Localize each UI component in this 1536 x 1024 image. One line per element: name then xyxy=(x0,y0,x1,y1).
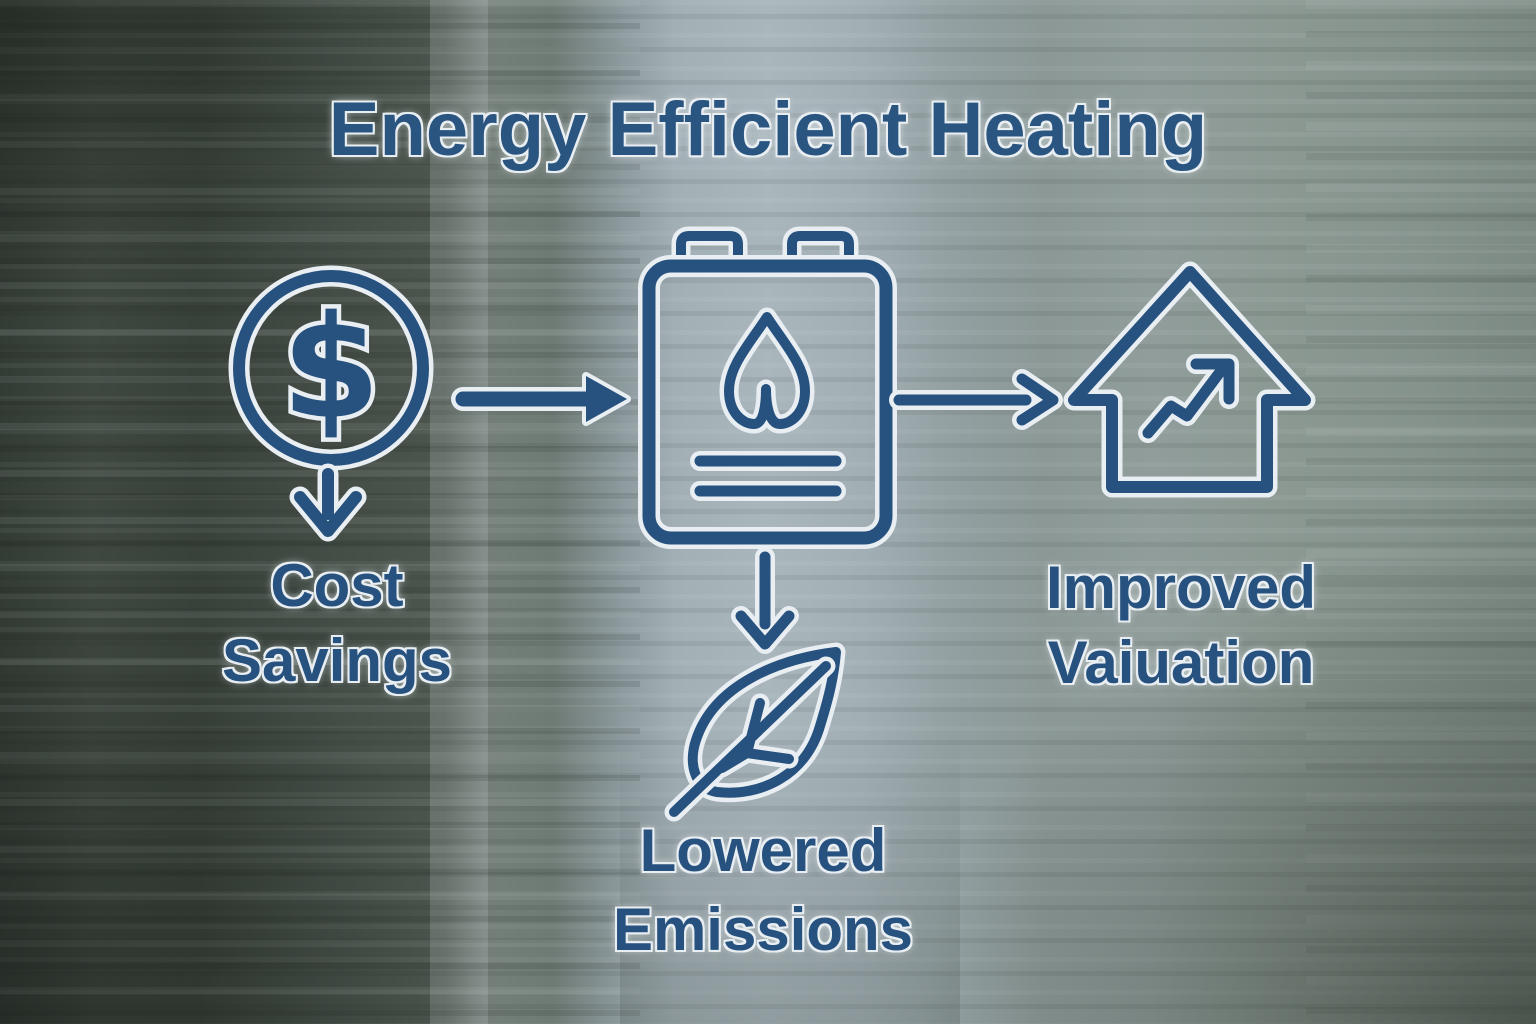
label-cost-line2: Savings xyxy=(221,627,453,694)
label-emissions-line1: Lowered xyxy=(639,817,887,884)
house-growth-icon xyxy=(1063,261,1316,498)
dollar-coin-icon: $ xyxy=(228,265,434,471)
label-valuation-line2: Vaiuation xyxy=(1047,629,1315,696)
label-cost-line1: Cost xyxy=(270,552,404,619)
page-title: Energy Efficient Heating xyxy=(328,87,1208,172)
background-shade-bottom-right xyxy=(836,464,1536,1024)
label-lowered-emissions: Lowered Emissions xyxy=(543,811,983,969)
down-arrow-icon xyxy=(289,463,367,542)
label-valuation-line1: Improved xyxy=(1045,554,1317,621)
leaf-icon xyxy=(664,642,846,822)
right-arrow-icon xyxy=(889,369,1063,430)
label-improved-valuation: Improved Vaiuation xyxy=(961,550,1401,700)
label-emissions-line2: Emissions xyxy=(612,896,914,963)
down-arrow-icon xyxy=(731,547,799,654)
background-shade-bottom-left xyxy=(0,504,560,1024)
right-arrow-icon xyxy=(451,372,631,426)
label-cost-savings: Cost Savings xyxy=(157,548,517,698)
boiler-flame-icon xyxy=(638,226,897,549)
dollar-sign-glyph: $ xyxy=(282,286,381,451)
